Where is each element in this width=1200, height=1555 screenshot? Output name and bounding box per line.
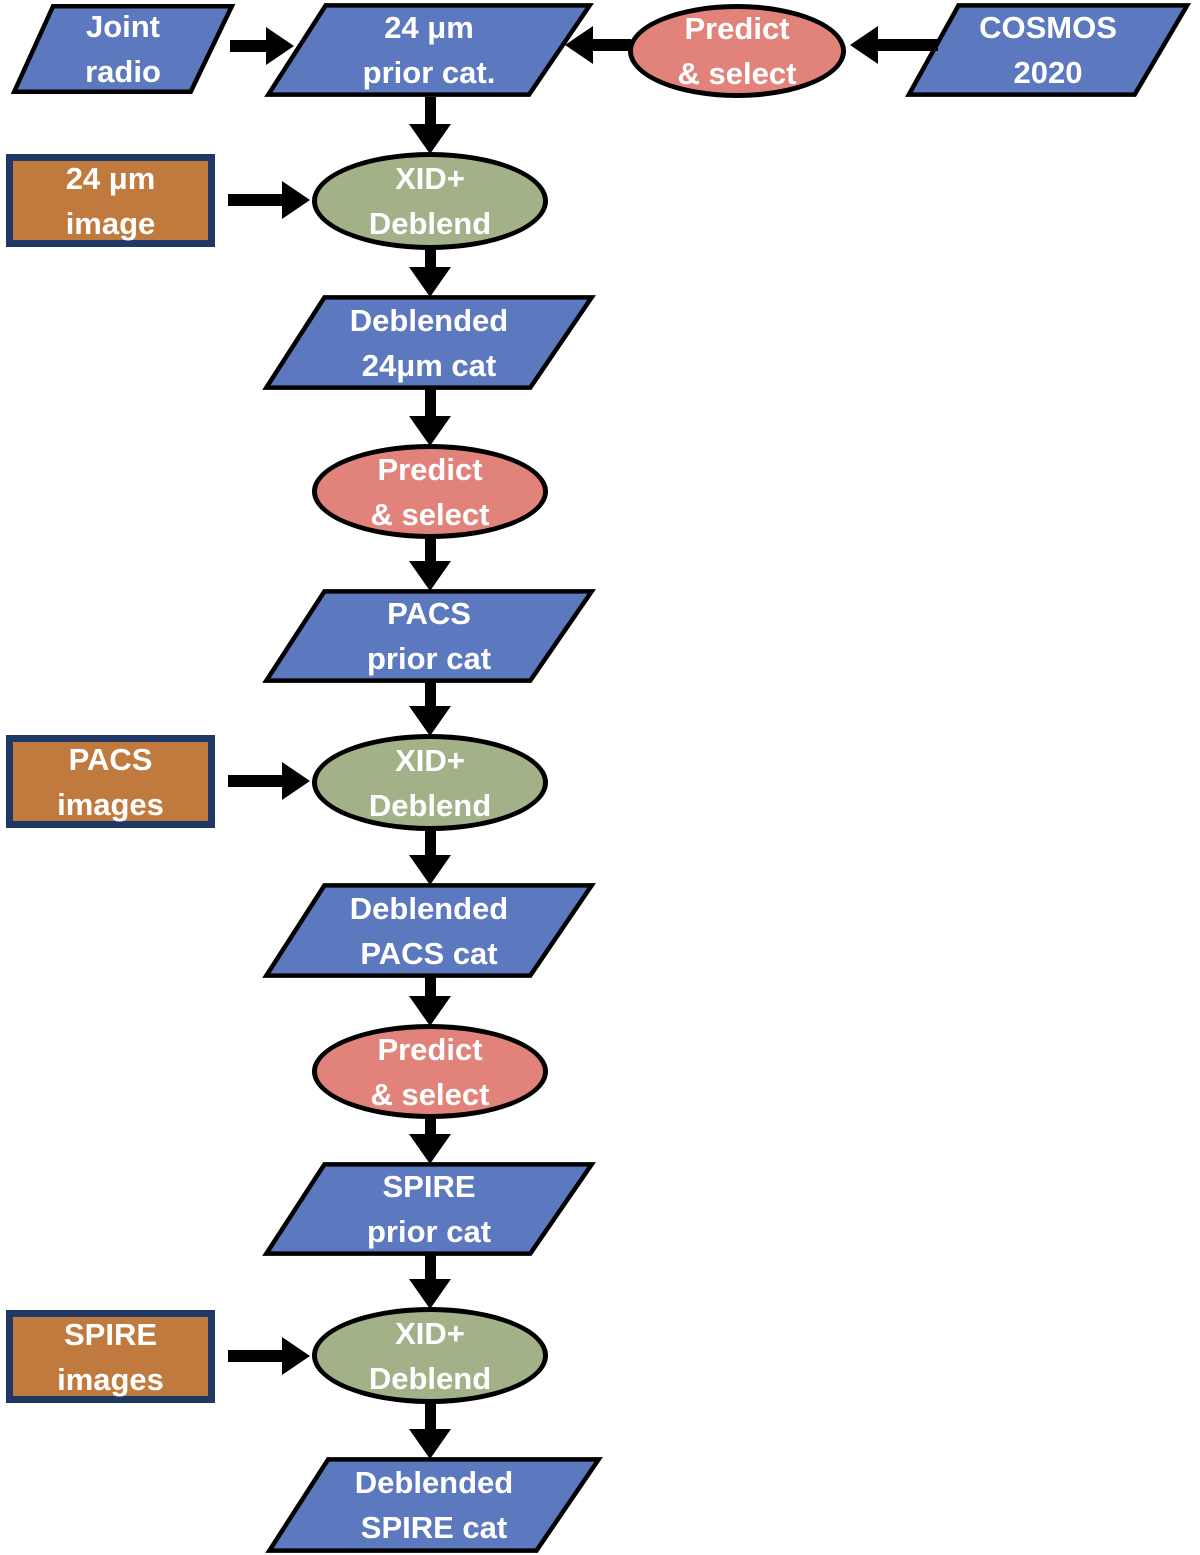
arrow-shaft (424, 977, 436, 996)
parallelogram-shape (12, 4, 234, 94)
arrowhead-down-icon (409, 706, 451, 736)
node-predict-select-3: Predict & select (312, 1024, 548, 1119)
arrow-shaft (424, 682, 436, 706)
node-joint-radio: Joint radio (12, 4, 234, 94)
node-predict-select-1: Predict & select (628, 4, 846, 98)
arrowhead-down-icon (409, 1134, 451, 1164)
parallelogram-shape (265, 3, 593, 97)
parallelogram-shape (263, 589, 595, 683)
arrow-cosmos-to-predict-select (850, 25, 938, 65)
node-deblended-pacs-cat: Deblended PACS cat (263, 883, 595, 978)
arrow-shaft (424, 830, 436, 855)
node-deblended-spire-cat: Deblended SPIRE cat (266, 1457, 602, 1553)
parallelogram-shape (263, 883, 595, 978)
arrow-xid-deblend-to-deblended-spire (408, 1403, 452, 1459)
arrow-xid-deblend-to-deblended-24um (408, 249, 452, 297)
arrow-predict-select-to-pacs-prior (408, 538, 452, 591)
arrowhead-down-icon (409, 1279, 451, 1309)
node-xid-deblend-1: XID+ Deblend (312, 152, 548, 250)
arrow-deblended-pacs-to-predict-select (408, 977, 452, 1026)
arrowhead-down-icon (409, 996, 451, 1026)
arrow-shaft (878, 39, 938, 51)
arrow-predict-select-to-24um-prior (565, 25, 631, 65)
parallelogram-shape (266, 1457, 602, 1553)
arrow-shaft (230, 40, 266, 52)
arrowhead-left-icon (565, 26, 593, 64)
node-pacs-prior-cat: PACS prior cat (263, 589, 595, 683)
arrowhead-down-icon (409, 416, 451, 446)
parallelogram-shape (906, 3, 1190, 97)
arrow-spire-images-to-xid-deblend (228, 1336, 310, 1376)
node-spire-prior-cat: SPIRE prior cat (263, 1162, 595, 1256)
node-label: XID+ Deblend (368, 161, 492, 241)
arrowhead-down-icon (409, 561, 451, 591)
arrowhead-down-icon (409, 1429, 451, 1459)
arrow-shaft (424, 538, 436, 561)
arrow-pacs-images-to-xid-deblend (228, 761, 310, 801)
node-label: Predict & select (677, 11, 797, 91)
node-label: Predict & select (370, 451, 490, 532)
arrow-shaft (228, 775, 282, 787)
arrow-shaft (424, 97, 436, 124)
arrow-deblended-24um-to-predict-select (408, 389, 452, 446)
arrow-24um-image-to-xid-deblend (228, 180, 310, 220)
arrow-shaft (424, 1255, 436, 1279)
node-label: SPIRE images (57, 1316, 164, 1397)
arrow-predict-select-to-spire-prior (408, 1118, 452, 1164)
arrow-pacs-prior-to-xid-deblend (408, 682, 452, 736)
node-24um-prior-cat: 24 μm prior cat. (265, 3, 593, 97)
parallelogram-shape (263, 295, 595, 390)
node-pacs-images: PACS images (6, 735, 215, 828)
arrowhead-down-icon (409, 855, 451, 885)
node-cosmos-2020: COSMOS 2020 (906, 3, 1190, 97)
arrow-shaft (424, 389, 436, 416)
arrow-shaft (228, 1350, 282, 1362)
node-label: PACS images (57, 741, 164, 822)
arrow-shaft (593, 39, 631, 51)
arrowhead-left-icon (850, 26, 878, 64)
arrowhead-down-icon (409, 124, 451, 154)
arrowhead-right-icon (282, 1337, 310, 1375)
arrow-24um-prior-to-xid-deblend (408, 97, 452, 154)
node-24um-image: 24 μm image (6, 154, 215, 247)
node-label: XID+ Deblend (368, 1315, 492, 1396)
arrow-joint-radio-to-24um-prior (230, 26, 294, 66)
arrow-shaft (228, 194, 282, 206)
node-label: XID+ Deblend (368, 742, 492, 823)
node-spire-images: SPIRE images (6, 1310, 215, 1403)
arrowhead-right-icon (282, 181, 310, 219)
node-deblended-24um-cat: Deblended 24μm cat (263, 295, 595, 390)
arrowhead-right-icon (282, 762, 310, 800)
node-label: Predict & select (370, 1031, 490, 1112)
node-predict-select-2: Predict & select (312, 444, 548, 539)
node-xid-deblend-2: XID+ Deblend (312, 734, 548, 831)
arrowhead-right-icon (266, 27, 294, 65)
arrow-spire-prior-to-xid-deblend (408, 1255, 452, 1309)
node-xid-deblend-3: XID+ Deblend (312, 1307, 548, 1404)
parallelogram-shape (263, 1162, 595, 1256)
arrowhead-down-icon (409, 267, 451, 297)
arrow-shaft (424, 249, 436, 267)
arrow-shaft (424, 1118, 436, 1134)
node-label: 24 μm image (65, 160, 156, 241)
arrow-xid-deblend-to-deblended-pacs (408, 830, 452, 885)
arrow-shaft (424, 1403, 436, 1429)
